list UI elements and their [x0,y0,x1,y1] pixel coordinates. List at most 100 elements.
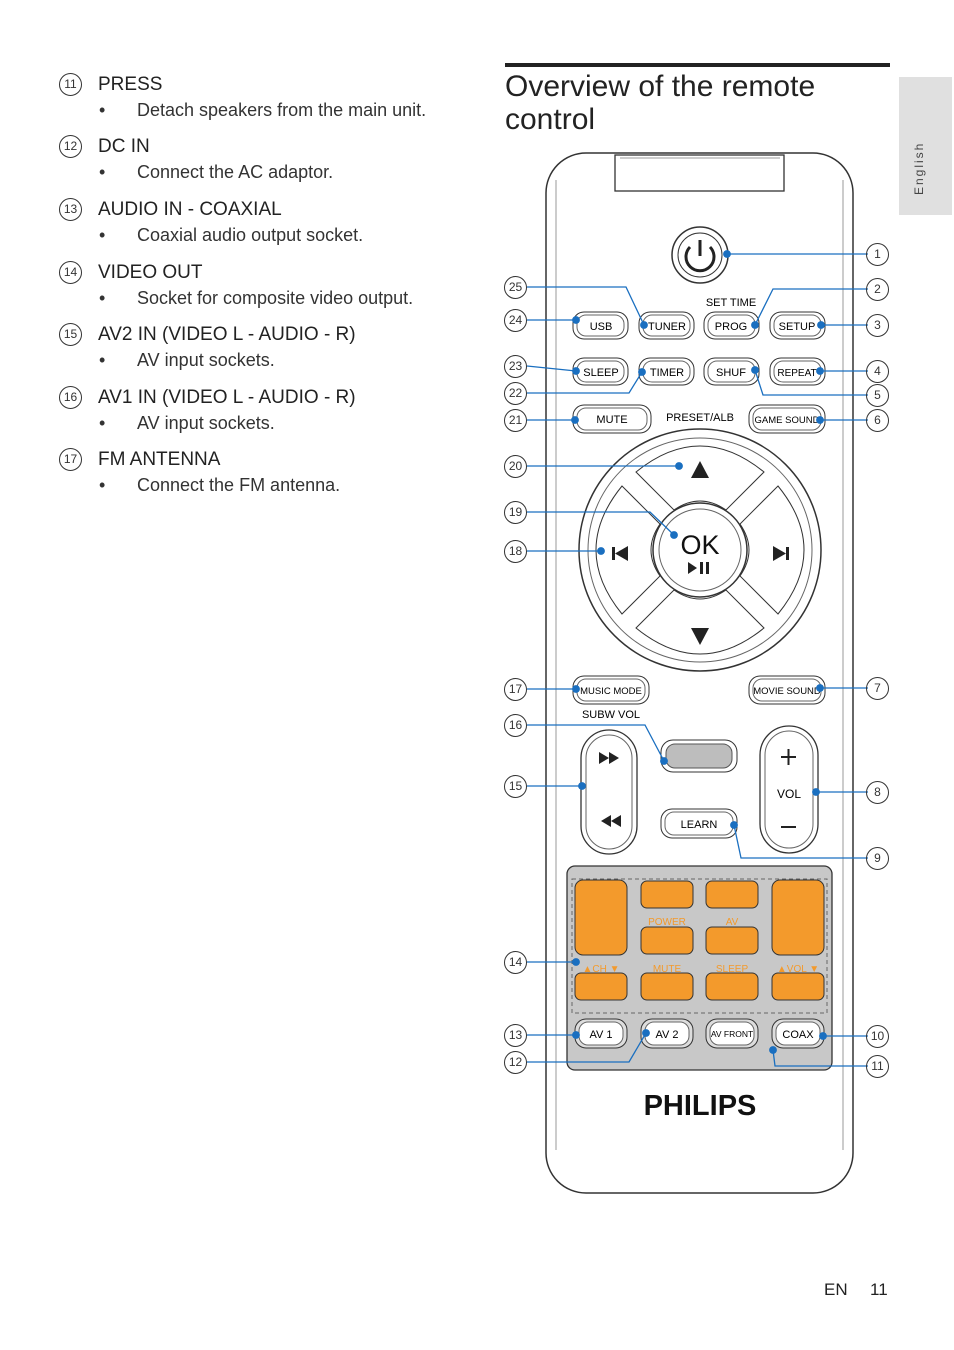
tv-power-label: POWER [648,917,686,928]
prog-button[interactable]: PROG [703,311,760,340]
section-title: Overview of the remote control [505,70,816,136]
callout-left: 21 [504,409,527,432]
rewind-icon [601,815,621,827]
bullet: • [99,288,106,308]
item-number: 12 [59,135,82,158]
coax-button[interactable]: COAX [771,1018,825,1049]
plus-icon [781,749,796,765]
item-number: 16 [59,386,82,409]
av2-button[interactable]: AV 2 [640,1018,694,1049]
previous-icon [612,546,628,561]
callout-lines [526,250,868,1067]
timer-label: TIMER [650,367,684,379]
set-time-label: SET TIME [706,297,756,309]
bullet: • [99,475,106,495]
ok-button[interactable]: OK [652,502,748,598]
item-number: 15 [59,323,82,346]
callout-right: 2 [866,278,889,301]
power-button[interactable] [671,226,729,284]
tv-button-2[interactable] [705,880,759,909]
item-description: Connect the FM antenna. [137,475,341,495]
item-description: AV input sockets. [137,350,275,370]
tv-av-label: AV [726,917,739,928]
seek-rocker[interactable] [580,729,638,855]
callout-left: 18 [504,540,527,563]
tv-button-3[interactable] [574,972,628,1001]
item-number: 13 [59,198,82,221]
bullet: • [99,225,106,245]
learn-button[interactable]: LEARN [660,808,738,839]
tuner-button[interactable]: TUNER [638,311,695,340]
repeat-button[interactable]: REPEAT [769,357,826,386]
item-title: VIDEO OUT [98,261,203,283]
tv-vol-label: ▲VOL ▼ [777,964,819,975]
sleep-button[interactable]: SLEEP [572,357,629,386]
item-number: 17 [59,448,82,471]
game-sound-button[interactable]: GAME SOUND [748,404,826,434]
tv-volume-rocker[interactable] [771,879,825,956]
prog-label: PROG [715,321,747,333]
mute-button[interactable]: MUTE [572,404,652,434]
tv-mute-button[interactable] [640,972,694,1001]
tv-sleep-button[interactable] [705,972,759,1001]
callout-left: 16 [504,714,527,737]
mute-label: MUTE [596,414,627,426]
setup-button[interactable]: SETUP [769,311,826,340]
tv-power-button[interactable] [640,926,694,955]
tv-sleep-label: SLEEP [716,964,749,975]
ok-label: OK [680,530,719,560]
item-title: AV1 IN (VIDEO L - AUDIO - R) [98,386,356,408]
channel-rocker[interactable] [574,879,628,956]
item-description: Coaxial audio output socket. [137,225,364,245]
item-description: Detach speakers from the main unit. [137,100,427,120]
usb-button[interactable]: USB [572,311,629,340]
tv-button-1[interactable] [640,880,694,909]
play-pause-icon [688,562,709,574]
music-mode-label: MUSIC MODE [580,686,642,697]
philips-logo: PHILIPS [644,1090,757,1122]
av2-label: AV 2 [655,1029,678,1041]
repeat-label: REPEAT [777,368,816,379]
item-title: AUDIO IN - COAXIAL [98,198,282,220]
navigation-pad[interactable] [578,428,822,672]
preset-alb-label: PRESET/ALB [666,412,734,424]
av1-label: AV 1 [589,1029,612,1041]
movie-sound-button[interactable]: MOVIE SOUND [748,675,826,705]
shuf-button[interactable]: SHUF [703,357,760,386]
item-description: Connect the AC adaptor. [137,162,334,182]
down-arrow-icon [691,628,709,645]
bullet: • [99,100,106,120]
callout-right: 6 [866,409,889,432]
subw-vol-label: SUBW VOL [582,709,640,721]
subwoofer-volume-button[interactable] [660,739,738,773]
usb-label: USB [590,321,613,333]
callout-left: 23 [504,355,527,378]
setup-label: SETUP [779,321,816,333]
shuf-label: SHUF [716,367,746,379]
item-description: AV input sockets. [137,413,275,433]
tuner-label: TUNER [648,321,686,333]
callout-right: 9 [866,847,889,870]
av1-button[interactable]: AV 1 [574,1018,628,1049]
callout-right: 3 [866,314,889,337]
feature-item: 13 AUDIO IN - COAXIAL • Coaxial audio outpu… [59,198,363,246]
next-icon [773,546,789,561]
bullet: • [99,413,106,433]
timer-button[interactable]: TIMER [638,357,695,386]
av-front-button[interactable]: AV FRONT [705,1018,759,1049]
music-mode-button[interactable]: MUSIC MODE [572,675,650,705]
tv-ch-label: ▲CH ▼ [582,964,619,975]
learn-label: LEARN [681,819,718,831]
item-description: Socket for composite video output. [137,288,414,308]
tv-av-button[interactable] [705,926,759,955]
volume-rocker[interactable]: VOL [759,725,819,854]
item-number: 14 [59,261,82,284]
av-front-label: AV FRONT [711,1029,753,1039]
feature-item: 14 VIDEO OUT • Socket for composite video o… [59,261,413,309]
callout-left: 15 [504,775,527,798]
tv-button-4[interactable] [771,972,825,1001]
